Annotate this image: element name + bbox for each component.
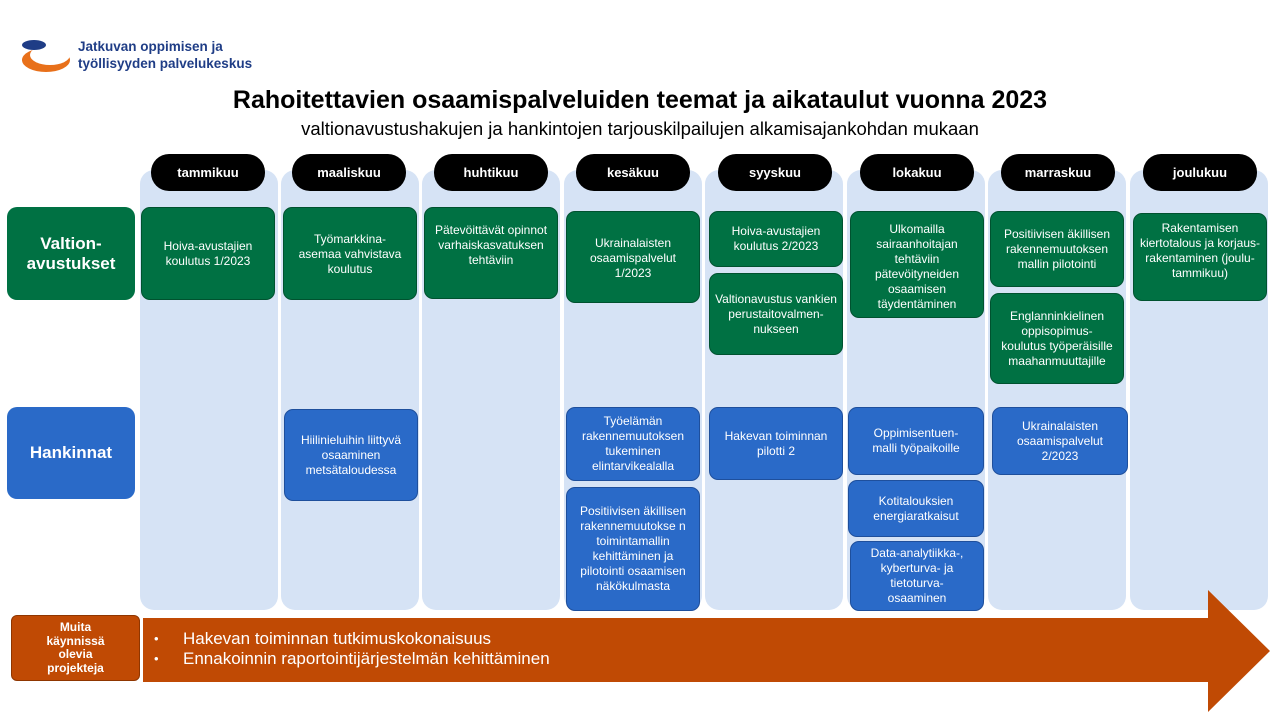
ongoing-projects-list: Hakevan toiminnan tutkimuskokonaisuus En… [154,629,550,669]
month-huhtikuu: huhtikuu [434,154,548,191]
month-kesakuu: kesäkuu [576,154,690,191]
month-joulukuu: joulukuu [1143,154,1257,191]
ongoing-projects-arrow-icon [143,590,1270,712]
grant-card-dec: Rakentamisen kiertotalous ja korjaus- ra… [1133,213,1267,301]
procurement-card-oct-3: Data-analytiikka-, kyberturva- ja tietot… [850,541,984,611]
grant-card-oct: Ulkomailla sairaanhoitajan tehtäviin pät… [850,211,984,318]
procurement-card-jun-2: Positiivisen äkillisen rakennemuutokse n… [566,487,700,611]
procurement-card-nov: Ukrainalaisten osaamispalvelut 2/2023 [992,407,1128,475]
month-tammikuu: tammikuu [151,154,265,191]
grant-card-sep-1: Hoiva-avustajien koulutus 2/2023 [709,211,843,267]
row-label-procurements: Hankinnat [7,407,135,499]
procurement-card-sep: Hakevan toiminnan pilotti 2 [709,407,843,480]
month-lokakuu: lokakuu [860,154,974,191]
procurement-card-oct-2: Kotitalouksien energiaratkaisut [848,480,984,537]
procurement-card-jun-1: Työelämän rakennemuutoksen tukeminen eli… [566,407,700,481]
ongoing-project-item: Ennakoinnin raportointijärjestelmän kehi… [154,649,550,669]
logo-text: Jatkuvan oppimisen ja työllisyyden palve… [78,38,252,72]
month-syyskuu: syyskuu [718,154,832,191]
procurement-card-mar: Hiilinieluihin liittyvä osaaminen metsät… [284,409,418,501]
ongoing-projects-label: Muita käynnissä olevia projekteja [11,615,140,681]
logo-line-2: työllisyyden palvelukeskus [78,56,253,71]
page-subtitle: valtionavustushakujen ja hankintojen tar… [301,118,979,139]
logo-mark-icon [22,40,70,72]
grant-card-apr: Pätevöittävät opinnot varhaiskasvatuksen… [424,207,558,299]
grant-card-sep-2: Valtionavustus vankien perustaitovalmen-… [709,273,843,355]
grant-card-jan: Hoiva-avustajien koulutus 1/2023 [141,207,275,300]
logo-line-1: Jatkuvan oppimisen ja [78,39,223,54]
row-label-grants: Valtion- avustukset [7,207,135,300]
page-title: Rahoitettavien osaamispalveluiden teemat… [232,86,1048,114]
month-maaliskuu: maaliskuu [292,154,406,191]
month-marraskuu: marraskuu [1001,154,1115,191]
ongoing-project-item: Hakevan toiminnan tutkimuskokonaisuus [154,629,550,649]
grant-card-nov-2: Englanninkielinen oppisopimus- koulutus … [990,293,1124,384]
procurement-card-oct-1: Oppimisentuen- malli työpaikoille [848,407,984,475]
grant-card-jun: Ukrainalaisten osaamispalvelut 1/2023 [566,211,700,303]
logo: Jatkuvan oppimisen ja työllisyyden palve… [20,36,280,76]
grant-card-mar: Työmarkkina- asemaa vahvistava koulutus [283,207,417,300]
grant-card-nov-1: Positiivisen äkillisen rakennemuutoksen … [990,211,1124,287]
